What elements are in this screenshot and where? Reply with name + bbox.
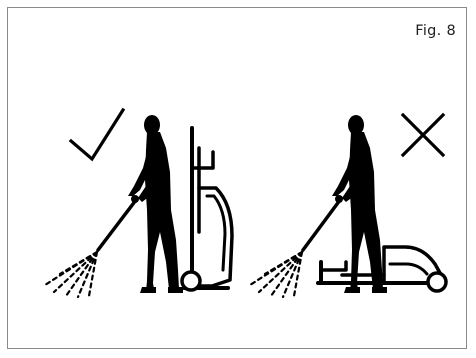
cross-icon [403, 115, 443, 155]
spray-wand [303, 200, 340, 250]
spray-wand [98, 200, 136, 250]
washer-wheel [182, 272, 200, 290]
person-figure [332, 115, 387, 293]
water-spray [45, 252, 97, 297]
washer-wheel [428, 273, 446, 291]
correct-usage-panel [45, 110, 232, 297]
pressure-washer-upright [184, 128, 232, 288]
person-figure [128, 115, 183, 293]
check-icon [71, 110, 123, 159]
water-spray [250, 252, 302, 297]
incorrect-usage-panel [250, 115, 446, 297]
